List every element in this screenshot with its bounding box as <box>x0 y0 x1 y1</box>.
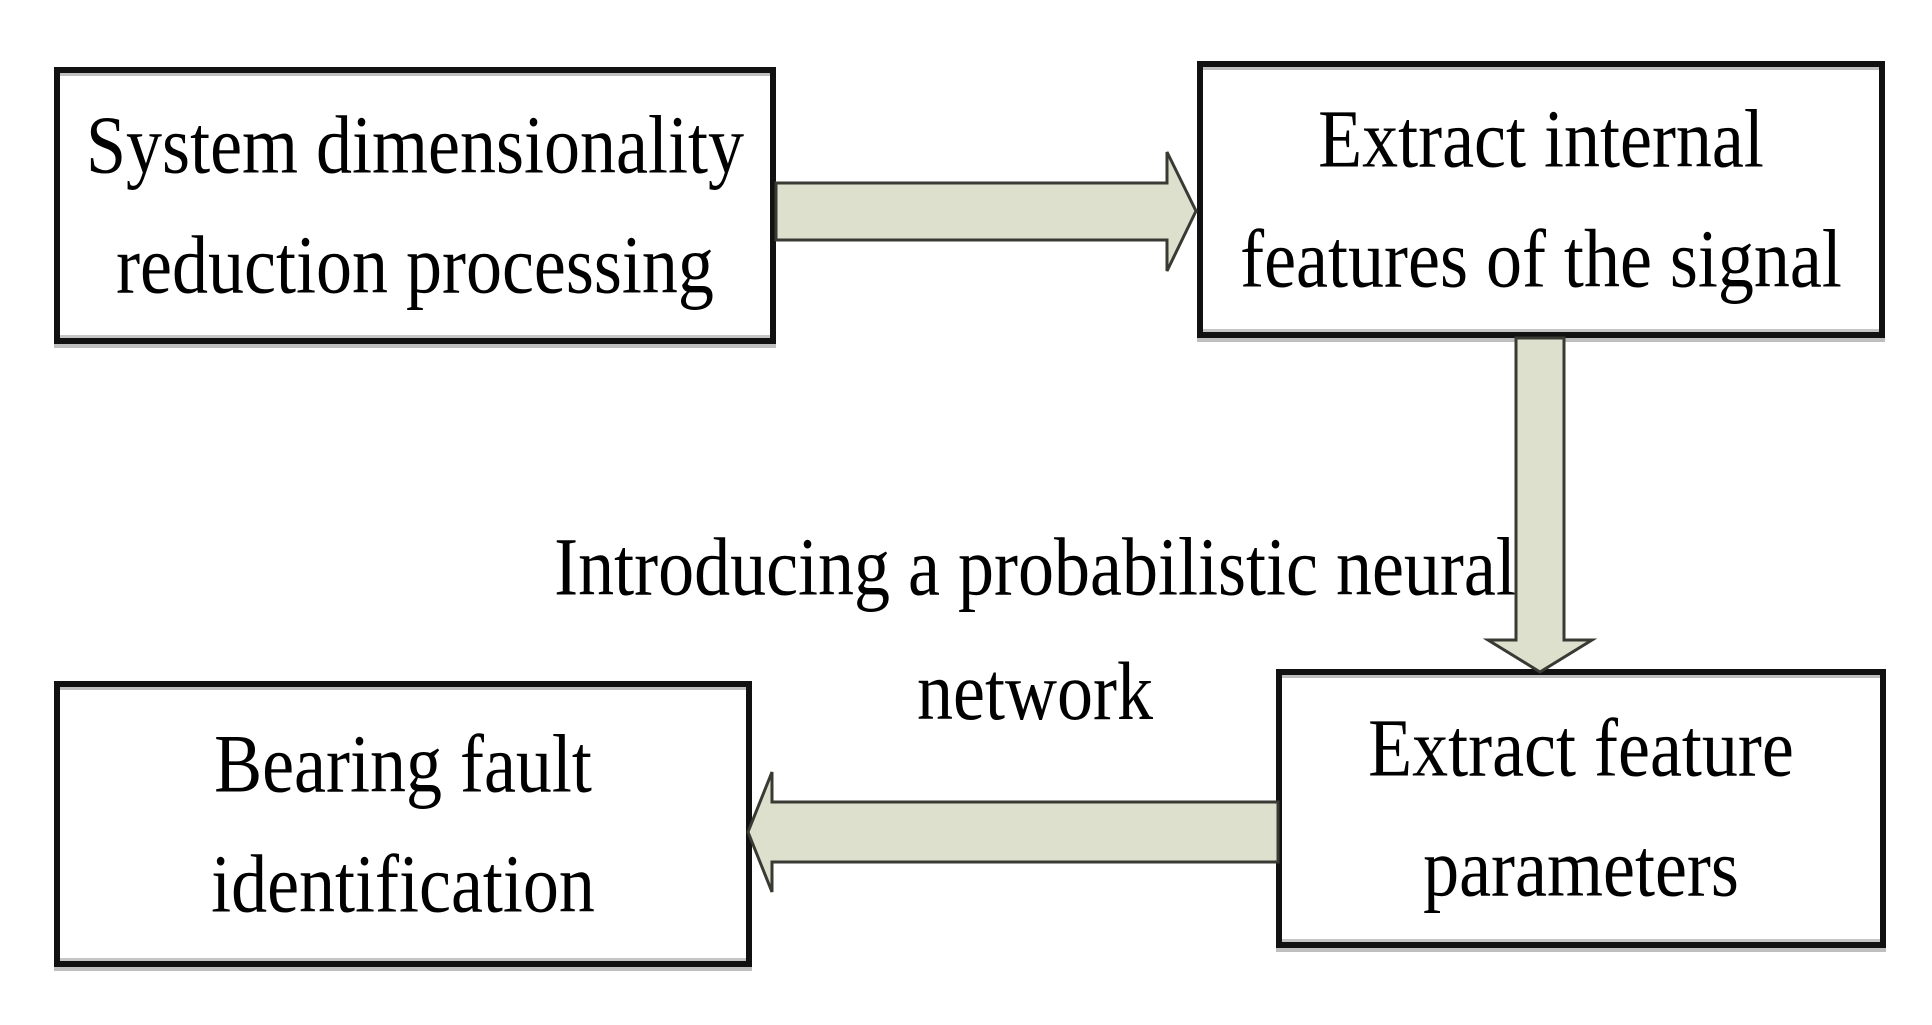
arrow-right-icon <box>774 151 1198 272</box>
node-extract-internal-features: Extract internal features of the signal <box>1197 61 1885 338</box>
node-label-line: System dimensionality <box>86 99 744 192</box>
annotation-line: network <box>917 645 1153 738</box>
node-label-line: Extract internal <box>1318 93 1764 186</box>
node-extract-feature-parameters: Extract feature parameters <box>1276 669 1886 948</box>
node-label: Bearing fault identification <box>211 704 595 944</box>
node-label: System dimensionality reduction processi… <box>86 85 744 325</box>
node-bearing-fault-identification: Bearing fault identification <box>54 681 752 967</box>
node-label-line: parameters <box>1423 822 1739 915</box>
node-label-line: Bearing fault <box>214 717 592 810</box>
node-label: Extract internal features of the signal <box>1240 79 1842 319</box>
annotation-line: Introducing a probabilistic neural <box>554 521 1516 614</box>
node-label-line: reduction processing <box>116 219 714 312</box>
node-label-line: features of the signal <box>1240 213 1842 306</box>
edge-annotation-probabilistic-neural-network: Introducing a probabilistic neural netwo… <box>530 505 1540 753</box>
arrow-left-icon <box>746 771 1280 893</box>
node-system-dimensionality-reduction: System dimensionality reduction processi… <box>54 67 776 344</box>
node-label-line: Extract feature <box>1368 702 1794 795</box>
node-label-line: identification <box>211 837 595 930</box>
node-label: Extract feature parameters <box>1368 688 1794 928</box>
